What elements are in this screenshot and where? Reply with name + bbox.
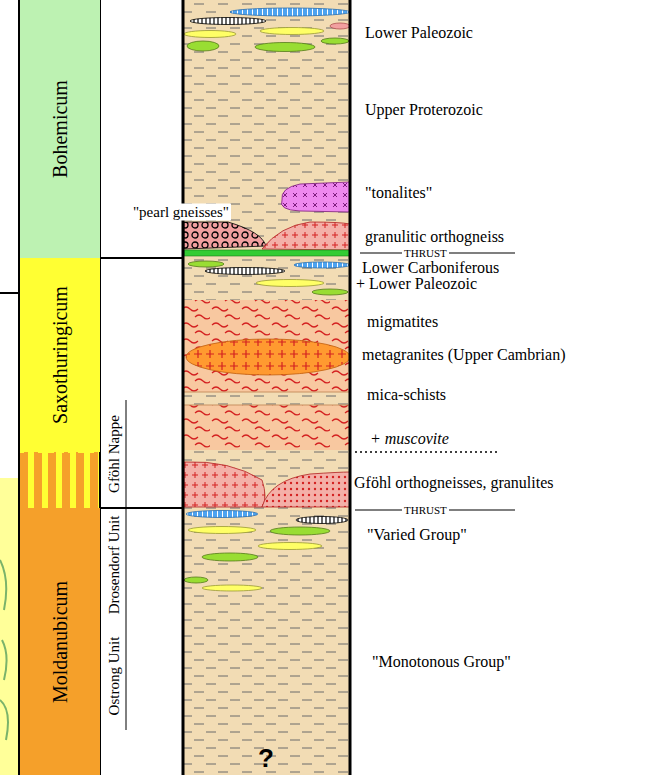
subunit-box: Ostrong Unit bbox=[101, 622, 126, 730]
unit-name: Bohemicum bbox=[49, 80, 72, 178]
lithology-label: "Varied Group" bbox=[367, 526, 467, 544]
lithology-label: migmatites bbox=[367, 313, 438, 331]
unit-name: Drosendorf Unit bbox=[105, 516, 122, 615]
tectonic-unit-band: Moldanubicum bbox=[20, 508, 100, 775]
lithology-label: + muscovite bbox=[370, 430, 449, 448]
unit-name: Moldanubicum bbox=[49, 580, 72, 702]
tectonic-unit-band: Saxothuringicum bbox=[20, 258, 100, 452]
subunit-box: Gföhl Nappe bbox=[101, 400, 126, 508]
subunit-box: Drosendorf Unit bbox=[101, 508, 126, 622]
tectonic-unit-band: Bohemicum bbox=[20, 0, 100, 258]
unit-name: Saxothuringicum bbox=[49, 286, 72, 424]
unit-name: Ostrong Unit bbox=[105, 637, 122, 716]
lithology-label: Lower Paleozoic bbox=[365, 24, 473, 42]
unit-label: "pearl gneisses" bbox=[131, 204, 231, 221]
thrust-label: THRUST bbox=[402, 247, 449, 259]
subunit-box: "pearl gneisses" bbox=[101, 0, 183, 258]
lithology-label: mica-schists bbox=[367, 386, 446, 404]
lithology-label: granulitic orthogneiss bbox=[365, 228, 504, 246]
lithology-label: "tonalites" bbox=[365, 184, 432, 202]
lithology-label: + Lower Paleozoic bbox=[356, 275, 477, 293]
lithology-label: "Monotonous Group" bbox=[372, 653, 511, 671]
lithology-label: Gföhl orthogneisses, granulites bbox=[354, 474, 554, 492]
lithology-label: ? bbox=[258, 744, 274, 773]
lithology-label: Upper Proterozoic bbox=[365, 101, 483, 119]
lithology-label: metagranites (Upper Cambrian) bbox=[362, 346, 565, 364]
lithology-label: Lower Carboniferous bbox=[362, 259, 499, 277]
unit-name: Gföhl Nappe bbox=[105, 415, 122, 493]
thrust-label: THRUST bbox=[402, 504, 449, 516]
